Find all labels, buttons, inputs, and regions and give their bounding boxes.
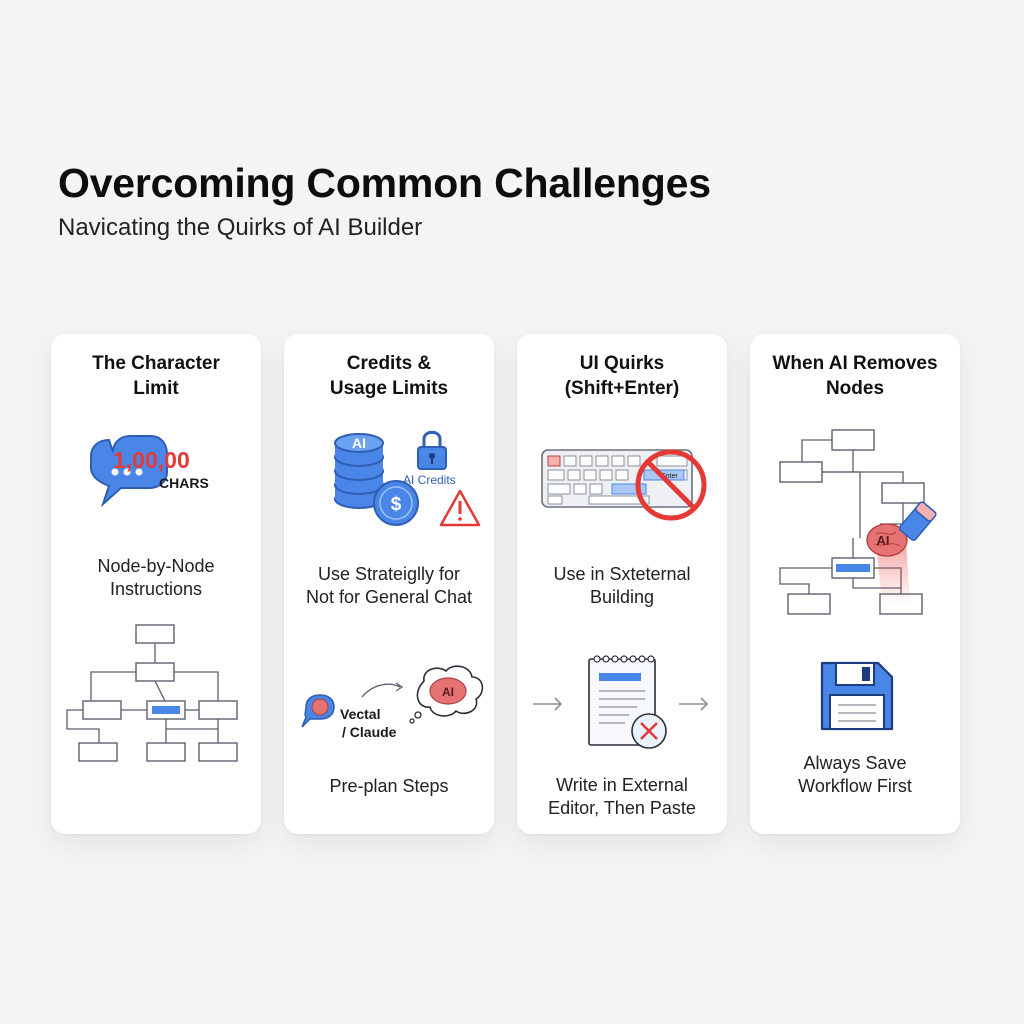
card-ui-quirks: UI Quirks (Shift+Enter) Enter (517, 334, 727, 834)
save-floppy-icon (820, 661, 894, 731)
card-character-limit: The Character Limit 1,00,00 CHARS Node-b… (51, 334, 261, 834)
keyboard-no-icon: Enter (541, 449, 707, 521)
dollar-text: $ (391, 494, 402, 515)
card-caption-2: Write in External Editor, Then Paste (548, 775, 696, 818)
claude-text: / Claude (342, 724, 397, 740)
page-subtitle: Navicating the Quirks of AI Builder (58, 214, 423, 241)
external-editor-icon (533, 655, 709, 749)
card-caption: Use Strateiglly for Not for General Chat (305, 564, 473, 607)
card-title: Credits & Usage Limits (329, 353, 449, 399)
ai-credits-text: AI Credits (403, 473, 456, 487)
credits-coins-icon: AI $ AI Credits (334, 430, 481, 527)
chat-to-brain-icon: Vectal / Claude AI (301, 665, 484, 740)
enter-key-text: Enter (661, 473, 678, 480)
card-caption-2: Pre-plan Steps (329, 776, 449, 796)
card-caption-2: Always Save Workflow First (798, 753, 912, 796)
vectal-claude-text: Vectal / Claude (340, 706, 397, 740)
chat-bubble-icon: 1,00,00 CHARS (90, 435, 209, 508)
flowchart-icon (66, 624, 238, 762)
card-credits-usage: Credits & Usage Limits AI $ AI Credits U… (284, 334, 494, 834)
chars-unit-text: CHARS (159, 475, 209, 491)
card-title: When AI Removes Nodes (772, 353, 938, 399)
card-title: UI Quirks (Shift+Enter) (564, 353, 680, 399)
vectal-text: Vectal (340, 706, 380, 722)
coin-ai-text: AI (352, 435, 366, 451)
brain-ai-text: AI (877, 533, 890, 548)
card-caption: Node-by-Node Instructions (97, 556, 215, 599)
flowchart-eraser-icon: AI (779, 429, 937, 615)
page-title: Overcoming Common Challenges (58, 160, 711, 206)
card-caption: Use in Sxteternal Building (553, 564, 691, 607)
card-ai-removes-nodes: When AI Removes Nodes (750, 334, 960, 834)
brain-ai-text: AI (442, 685, 454, 699)
char-count-text: 1,00,00 (113, 447, 190, 473)
card-title: The Character Limit (92, 353, 220, 399)
